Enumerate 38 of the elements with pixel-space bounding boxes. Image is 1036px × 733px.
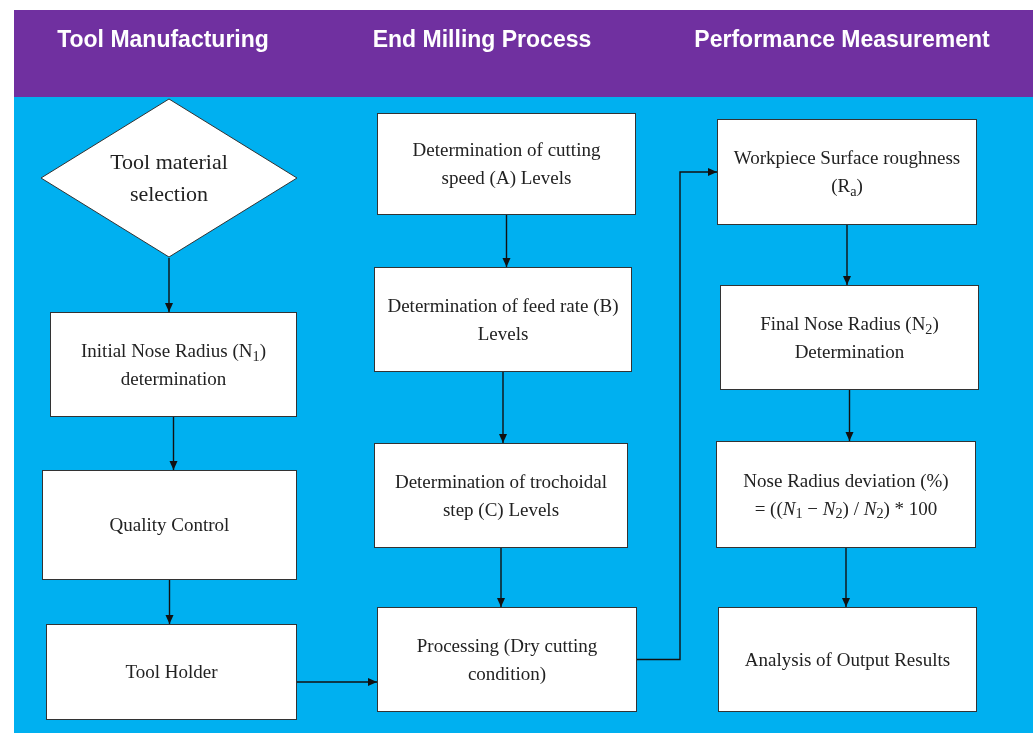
node-text: Analysis of Output Results bbox=[744, 647, 951, 672]
process-box bbox=[42, 470, 297, 580]
process-box bbox=[377, 113, 636, 215]
node-text: Determination of cutting speed (A) Levels bbox=[411, 138, 602, 190]
process-box bbox=[374, 267, 632, 372]
arrow bbox=[296, 678, 378, 686]
process-box bbox=[50, 312, 297, 417]
arrow bbox=[499, 371, 507, 444]
arrow bbox=[165, 257, 173, 313]
node-text: Workpiece Surface roughness (R$_{a}$) bbox=[732, 146, 962, 200]
column-heading: End Milling Process bbox=[372, 25, 592, 54]
node-text: Initial Nose Radius (N$_{1}$) determination bbox=[80, 338, 267, 391]
process-box bbox=[716, 441, 976, 548]
arrow bbox=[845, 389, 854, 442]
process-box bbox=[720, 285, 979, 390]
node-text: Determination of feed rate (B) Levels bbox=[387, 293, 619, 346]
process-box bbox=[718, 607, 977, 712]
arrow bbox=[165, 579, 174, 625]
process-box bbox=[46, 624, 297, 720]
arrow bbox=[843, 224, 851, 286]
column-heading: Tool Manufacturing bbox=[57, 25, 269, 54]
column-heading: Performance Measurement bbox=[694, 25, 990, 54]
node-text: Nose Radius deviation (%) bbox=[743, 468, 949, 493]
process-box bbox=[374, 443, 628, 548]
node-text: Final Nose Radius (N$_{2}$) Determination bbox=[759, 311, 940, 364]
node-text: Determination of trochoidal step (C) Levels bbox=[393, 469, 609, 522]
arrow bbox=[842, 547, 850, 608]
node-text: Quality Control bbox=[109, 513, 230, 538]
node-text: Tool material selection bbox=[109, 148, 229, 208]
process-box bbox=[377, 607, 637, 712]
arrow bbox=[636, 168, 718, 661]
node-text: Processing (Dry cutting condition) bbox=[415, 633, 599, 686]
arrow bbox=[169, 416, 178, 471]
node-text: = ((N$_{1}$ − N$_{2}$) / N$_{2}$) * 100 bbox=[754, 496, 938, 523]
node-text: Tool Holder bbox=[125, 660, 218, 685]
arrow bbox=[497, 547, 505, 608]
arrow bbox=[502, 214, 511, 268]
process-box bbox=[717, 119, 977, 225]
